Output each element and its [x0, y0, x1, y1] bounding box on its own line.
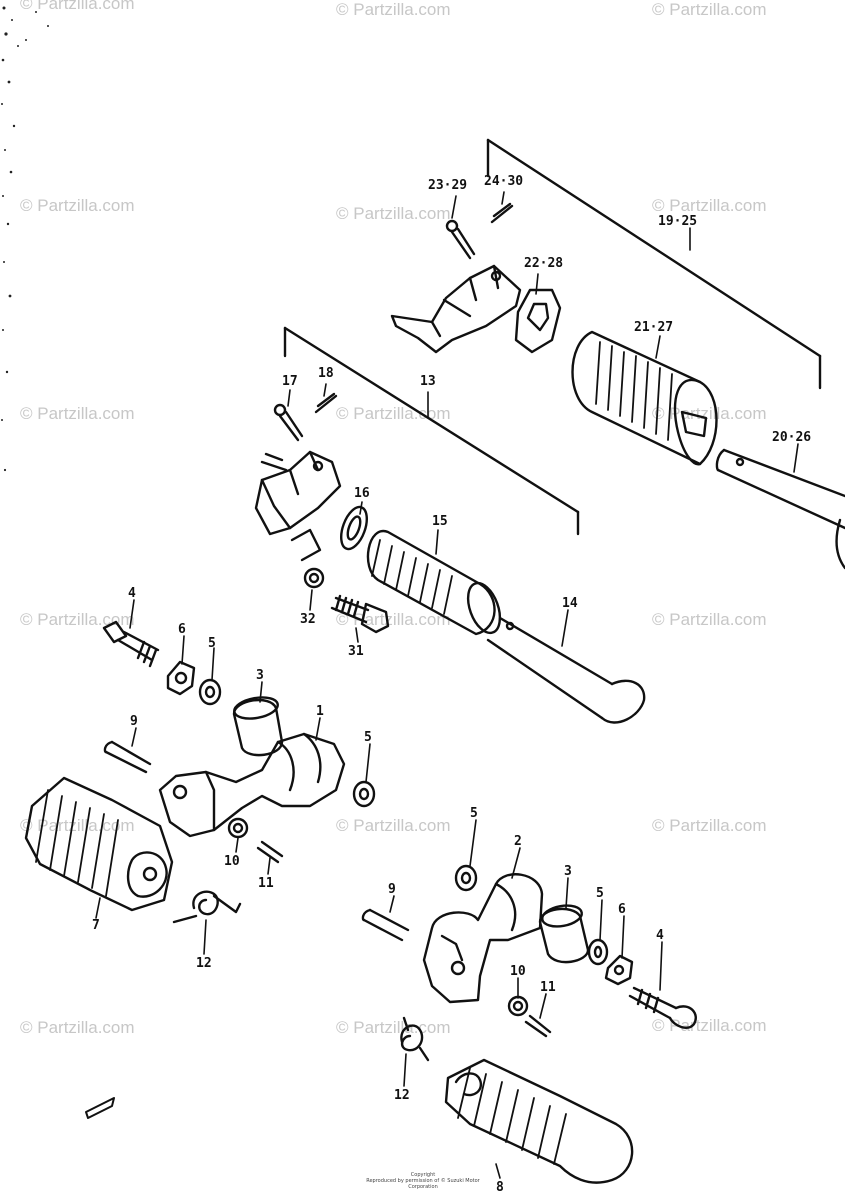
bolt-4-left — [102, 620, 160, 668]
callout-11-right: 11 — [540, 980, 556, 995]
watermark: © Partzilla.com — [20, 816, 135, 835]
collar-3-left — [232, 696, 284, 757]
washer-5-left — [198, 678, 222, 706]
callout-24-30: 24·30 — [484, 174, 524, 189]
bracket-19-25 — [486, 138, 822, 390]
callout-6-right: 6 — [618, 902, 626, 917]
watermark: © Partzilla.com — [336, 0, 451, 19]
callout-18: 18 — [318, 366, 334, 381]
watermark: © Partzilla.com — [20, 1018, 135, 1037]
callout-1: 1 — [316, 704, 324, 719]
spring-12-left — [172, 890, 242, 924]
leader-lines — [95, 191, 799, 1179]
callout-5-left: 5 — [208, 636, 216, 651]
shaft-20-26 — [715, 448, 845, 570]
pin-9-right — [361, 908, 410, 942]
washer-22-28 — [514, 288, 562, 354]
callout-22-28: 22·28 — [524, 256, 564, 271]
washer-16 — [340, 505, 368, 551]
front-arrow-marker — [85, 1097, 115, 1119]
bolt-31 — [330, 594, 390, 634]
watermark: © Partzilla.com — [20, 404, 135, 423]
callout-3-left: 3 — [256, 668, 264, 683]
callout-12-right: 12 — [394, 1088, 410, 1103]
callout-4-left: 4 — [128, 586, 136, 601]
callout-5-bar: 5 — [364, 730, 372, 745]
callout-11-left: 11 — [258, 876, 274, 891]
shaft-14 — [486, 616, 646, 724]
callout-15: 15 — [432, 514, 448, 529]
callout-12-left: 12 — [196, 956, 212, 971]
nut-6-right — [604, 954, 634, 986]
watermark: © Partzilla.com — [336, 204, 451, 223]
callout-10-left: 10 — [224, 854, 240, 869]
washer-10-right — [507, 995, 529, 1017]
collar-3-right — [538, 904, 590, 964]
callout-13: 13 — [420, 374, 436, 389]
footrest-bar-1 — [158, 732, 346, 838]
cotter-pin-18 — [314, 392, 338, 414]
watermark: © Partzilla.com — [652, 1016, 767, 1035]
callout-16: 16 — [354, 486, 370, 501]
watermark: © Partzilla.com — [336, 404, 451, 423]
callout-4-right: 4 — [656, 928, 664, 943]
callout-10-right: 10 — [510, 964, 526, 979]
washer-32 — [303, 567, 325, 589]
footrest-bracket-mid — [254, 450, 342, 562]
callout-9-left: 9 — [130, 714, 138, 729]
watermark: © Partzilla.com — [652, 196, 767, 215]
rubber-7 — [24, 776, 174, 912]
callout-7: 7 — [92, 918, 100, 933]
washer-5-lower-a — [454, 864, 478, 892]
callout-3-right: 3 — [564, 864, 572, 879]
cotter-pin-11-left — [256, 840, 284, 864]
watermark: © Partzilla.com — [652, 404, 767, 423]
bracket-13 — [283, 326, 580, 536]
callout-32: 32 — [300, 612, 316, 627]
callout-8: 8 — [496, 1180, 504, 1195]
cotter-pin-24-30 — [490, 202, 514, 224]
callout-21-27: 21·27 — [634, 320, 674, 335]
watermark: © Partzilla.com — [652, 610, 767, 629]
callout-19-25: 19·25 — [658, 214, 698, 229]
pin-17 — [273, 403, 304, 442]
watermark: © Partzilla.com — [652, 816, 767, 835]
rubber-21-27 — [571, 330, 718, 466]
footrest-bar-2 — [422, 873, 544, 1004]
nut-6-left — [166, 660, 196, 696]
cotter-pin-11-right — [524, 1014, 552, 1038]
callout-2: 2 — [514, 834, 522, 849]
callout-14: 14 — [562, 596, 578, 611]
copyright-line-2: Reproduced by permission of © Suzuki Mot… — [366, 1178, 480, 1190]
watermark: © Partzilla.com — [652, 0, 767, 19]
washer-5-right — [587, 938, 609, 966]
watermark: © Partzilla.com — [20, 610, 135, 629]
copyright-line-1: Copyright — [410, 1172, 436, 1178]
callout-31: 31 — [348, 644, 364, 659]
footrest-bracket-upper — [390, 264, 522, 354]
pin-23-29 — [445, 219, 476, 260]
copyright-notice: Copyright Reproduced by permission of © … — [363, 1172, 483, 1190]
pin-9-left — [103, 740, 152, 774]
callout-5-lower: 5 — [470, 806, 478, 821]
watermark: © Partzilla.com — [336, 816, 451, 835]
callout-20-26: 20·26 — [772, 430, 812, 445]
spring-12-right — [400, 1016, 430, 1062]
callout-6-left: 6 — [178, 622, 186, 637]
washer-5-right-of-bar — [352, 780, 376, 808]
bolt-4-right — [628, 986, 697, 1029]
washer-10-left — [227, 817, 249, 839]
callout-5-right: 5 — [596, 886, 604, 901]
scan-noise — [1, 6, 49, 472]
watermark: © Partzilla.com — [20, 196, 135, 215]
callout-17: 17 — [282, 374, 298, 389]
callout-9-right: 9 — [388, 882, 396, 897]
rubber-15 — [366, 529, 502, 636]
rubber-8 — [444, 1058, 634, 1184]
callout-23-29: 23·29 — [428, 178, 468, 193]
watermark: © Partzilla.com — [20, 0, 135, 13]
